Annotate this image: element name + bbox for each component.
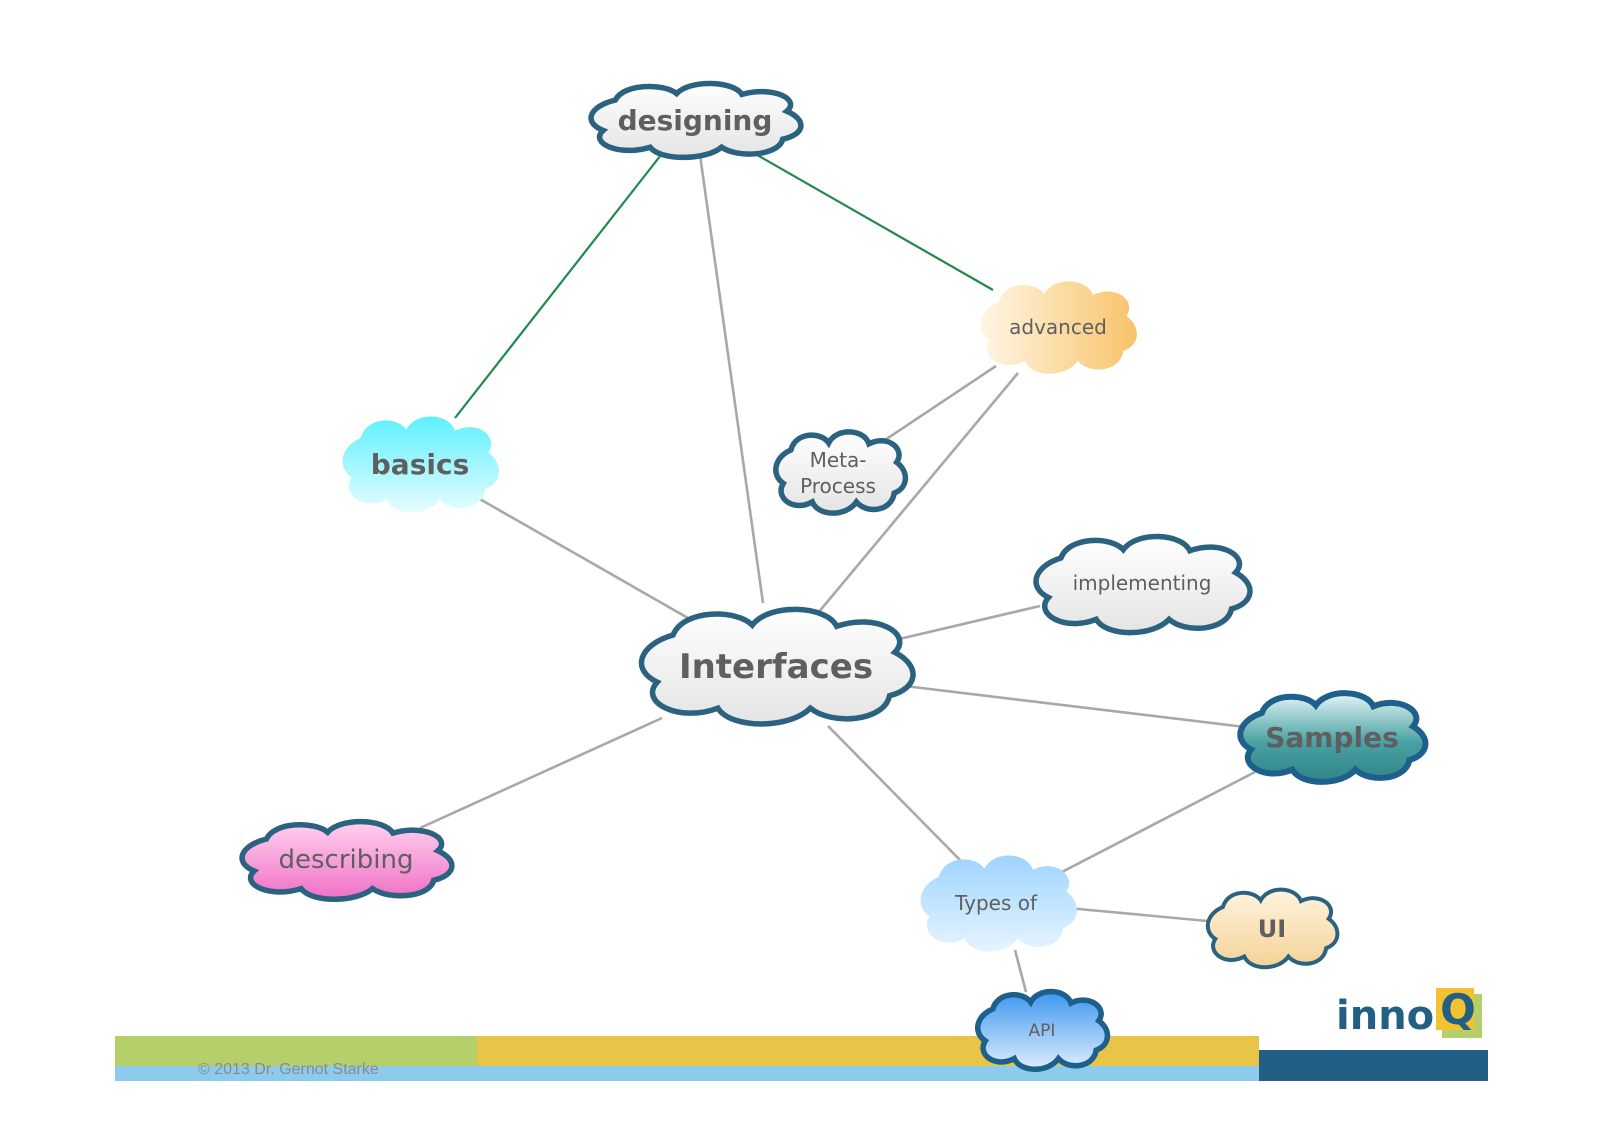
edge-types-of-api (1013, 949, 1028, 993)
logo-text: inno (1336, 993, 1435, 1039)
edge-basics-interfaces (477, 496, 689, 620)
node-ui: UI (1208, 890, 1338, 968)
copyright-text: © 2013 Dr. Gernot Starke (198, 1061, 379, 1078)
edge-describing-interfaces (419, 716, 663, 830)
edge-designing-interfaces (698, 154, 765, 604)
node-label-designing: designing (618, 104, 773, 137)
footer-band-navy (1259, 1050, 1488, 1081)
node-meta-process: Meta- Process (776, 432, 906, 513)
edge-designing-basics (454, 145, 669, 419)
node-describing: describing (242, 822, 452, 900)
node-label-advanced: advanced (1009, 315, 1107, 339)
footer-band-yellow (477, 1036, 1259, 1066)
node-label-ui: UI (1258, 915, 1286, 943)
node-advanced: advanced (980, 281, 1137, 374)
node-label-describing: describing (279, 845, 414, 875)
node-types-of: Types of (920, 855, 1077, 952)
edge-types-of-samples (1059, 770, 1256, 875)
node-label-interfaces: Interfaces (679, 647, 873, 687)
node-label-basics: basics (371, 448, 469, 481)
edge-samples-interfaces (904, 684, 1246, 729)
node-label-samples: Samples (1265, 721, 1399, 754)
node-designing: designing (591, 83, 801, 157)
edge-types-of-ui (1067, 906, 1219, 924)
edge-advanced-interfaces (817, 372, 1019, 614)
node-label-types-of: Types of (954, 891, 1038, 915)
node-basics: basics (342, 416, 499, 513)
logo-q-letter: Q (1440, 985, 1476, 1034)
node-label-meta-process-line-1: Meta- (810, 448, 867, 472)
edge-implementing-interfaces (894, 604, 1041, 642)
node-samples: Samples (1240, 693, 1425, 782)
node-interfaces: Interfaces (641, 609, 913, 724)
node-label-meta-process-line-2: Process (800, 474, 876, 498)
node-label-implementing: implementing (1073, 571, 1212, 595)
innoq-logo: inno Q (1336, 985, 1483, 1039)
node-implementing: implementing (1036, 537, 1250, 633)
edge-advanced-meta-process (884, 364, 997, 442)
edge-types-of-interfaces (827, 725, 961, 861)
logo-q-mark: Q (1436, 985, 1483, 1038)
edge-designing-advanced (744, 147, 994, 291)
footer-band-green (115, 1036, 477, 1066)
logo-q-yellow-square (1436, 988, 1475, 1030)
